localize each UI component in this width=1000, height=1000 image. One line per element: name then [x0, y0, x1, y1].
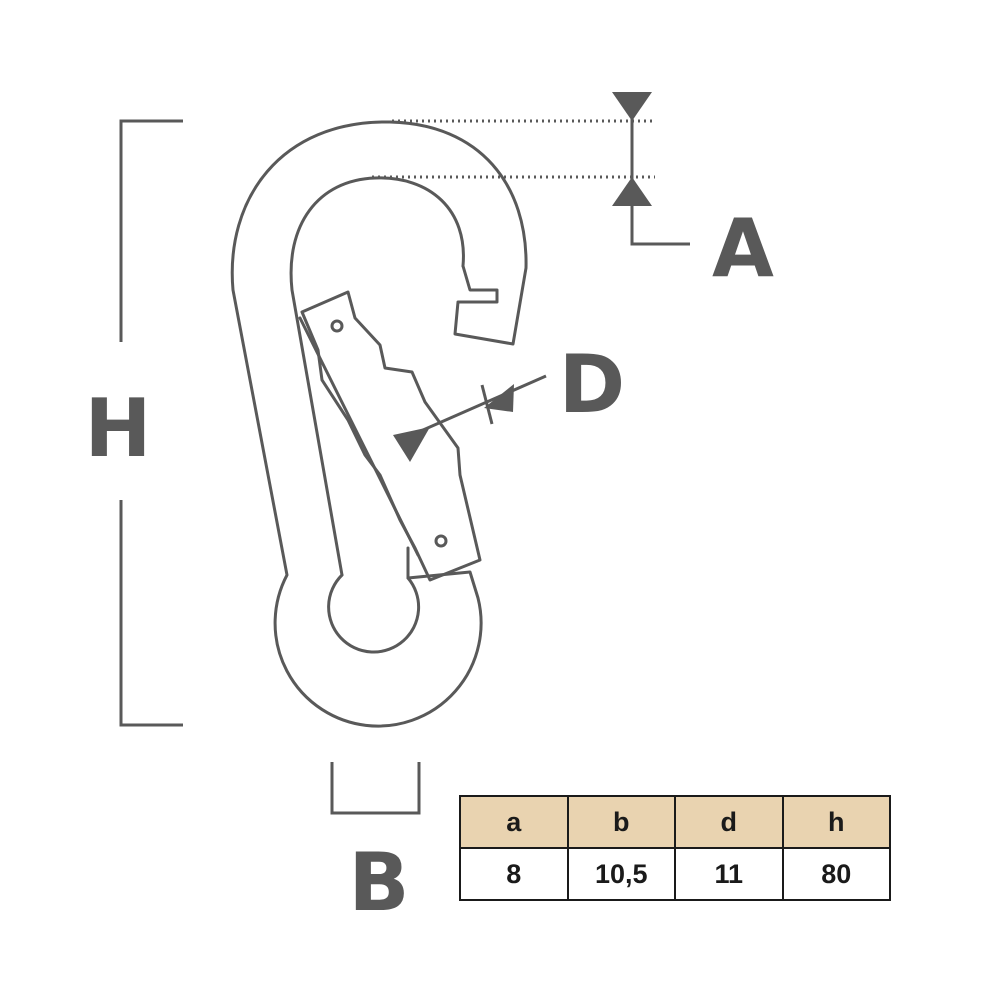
thickness-label: A: [712, 202, 774, 295]
width-dimension-bracket: [330, 762, 421, 815]
width-label: B: [349, 836, 410, 929]
height-dimension-bracket-bottom: [119, 500, 183, 727]
bottom-eye-outline: [327, 573, 421, 654]
thickness-arrow-bottom: [612, 177, 652, 206]
spec-table: a b d h 8 10,5 11 80: [459, 795, 891, 901]
gate-dimension-tick: [480, 384, 494, 425]
hook-inner-outline: [289, 176, 465, 577]
hook-outer-outline: [230, 120, 483, 728]
spec-header-h: h: [781, 795, 891, 849]
spec-header-a: a: [459, 795, 569, 849]
thickness-dimension-line: [630, 92, 690, 246]
spec-value-a: 8: [459, 847, 569, 901]
gate-arrow-inner: [393, 427, 430, 462]
spec-value-b: 10,5: [566, 847, 676, 901]
spec-table-row: 8 10,5 11 80: [459, 847, 891, 901]
spec-value-h: 80: [781, 847, 891, 901]
height-dimension-bracket-top: [119, 119, 183, 342]
spec-value-d: 11: [674, 847, 784, 901]
gate-label: D: [559, 338, 625, 431]
spec-header-d: d: [674, 795, 784, 849]
thickness-arrow-top: [612, 92, 652, 121]
gate-arrow-outer: [484, 384, 514, 412]
spring-gate: [300, 290, 482, 582]
gate-rivet-bottom: [434, 534, 448, 548]
height-label: H: [85, 382, 152, 475]
spec-table-header-row: a b d h: [459, 795, 891, 849]
gate-rivet-top: [330, 319, 344, 333]
hook-nose-outline: [388, 120, 528, 346]
spec-header-b: b: [566, 795, 676, 849]
